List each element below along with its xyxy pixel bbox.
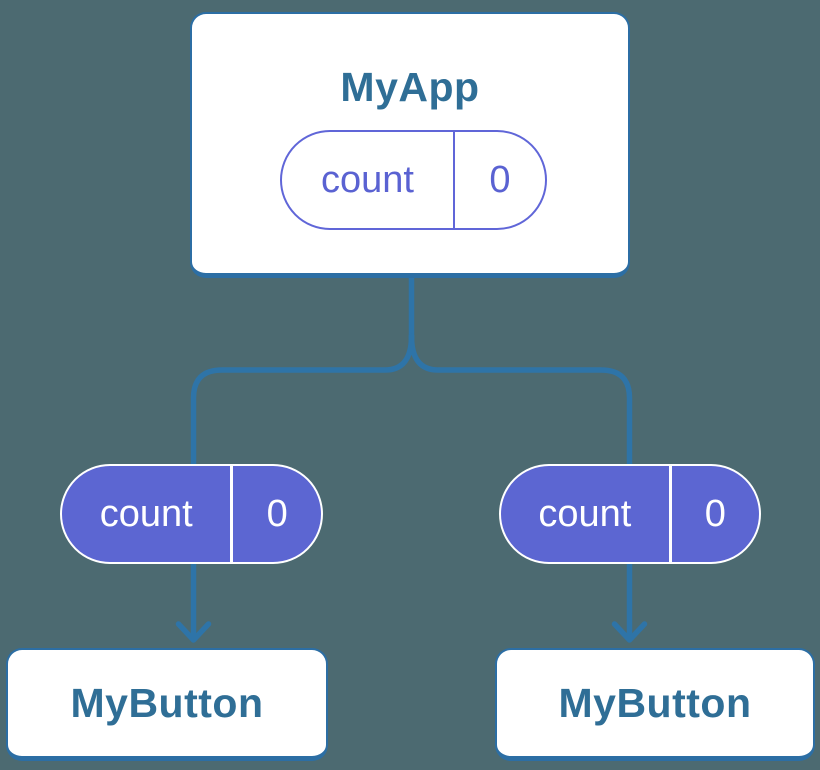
node-left-child-label: MyButton [70,679,264,726]
node-root-card: MyApp count 0 [190,12,630,278]
prop-name: count [320,158,414,201]
prop-pill-root: count 0 [280,130,547,230]
arrowhead-down-right-icon [611,621,648,643]
node-right-child-card: MyButton [495,648,815,761]
prop-name: count [538,492,632,535]
prop-value: 0 [230,466,321,562]
arrowhead-down-left-icon [175,621,212,643]
prop-name: count [99,492,193,535]
edge-to-right-child [408,333,633,639]
prop-value: 0 [668,466,759,562]
prop-value: 0 [452,132,545,228]
edge-to-left-child [190,333,415,639]
node-right-child-label: MyButton [558,679,752,726]
node-left-child-card: MyButton [6,648,328,761]
prop-pill-right-child: count 0 [499,464,761,564]
node-root-label: MyApp [340,64,480,110]
prop-pill-left-child: count 0 [60,464,323,564]
